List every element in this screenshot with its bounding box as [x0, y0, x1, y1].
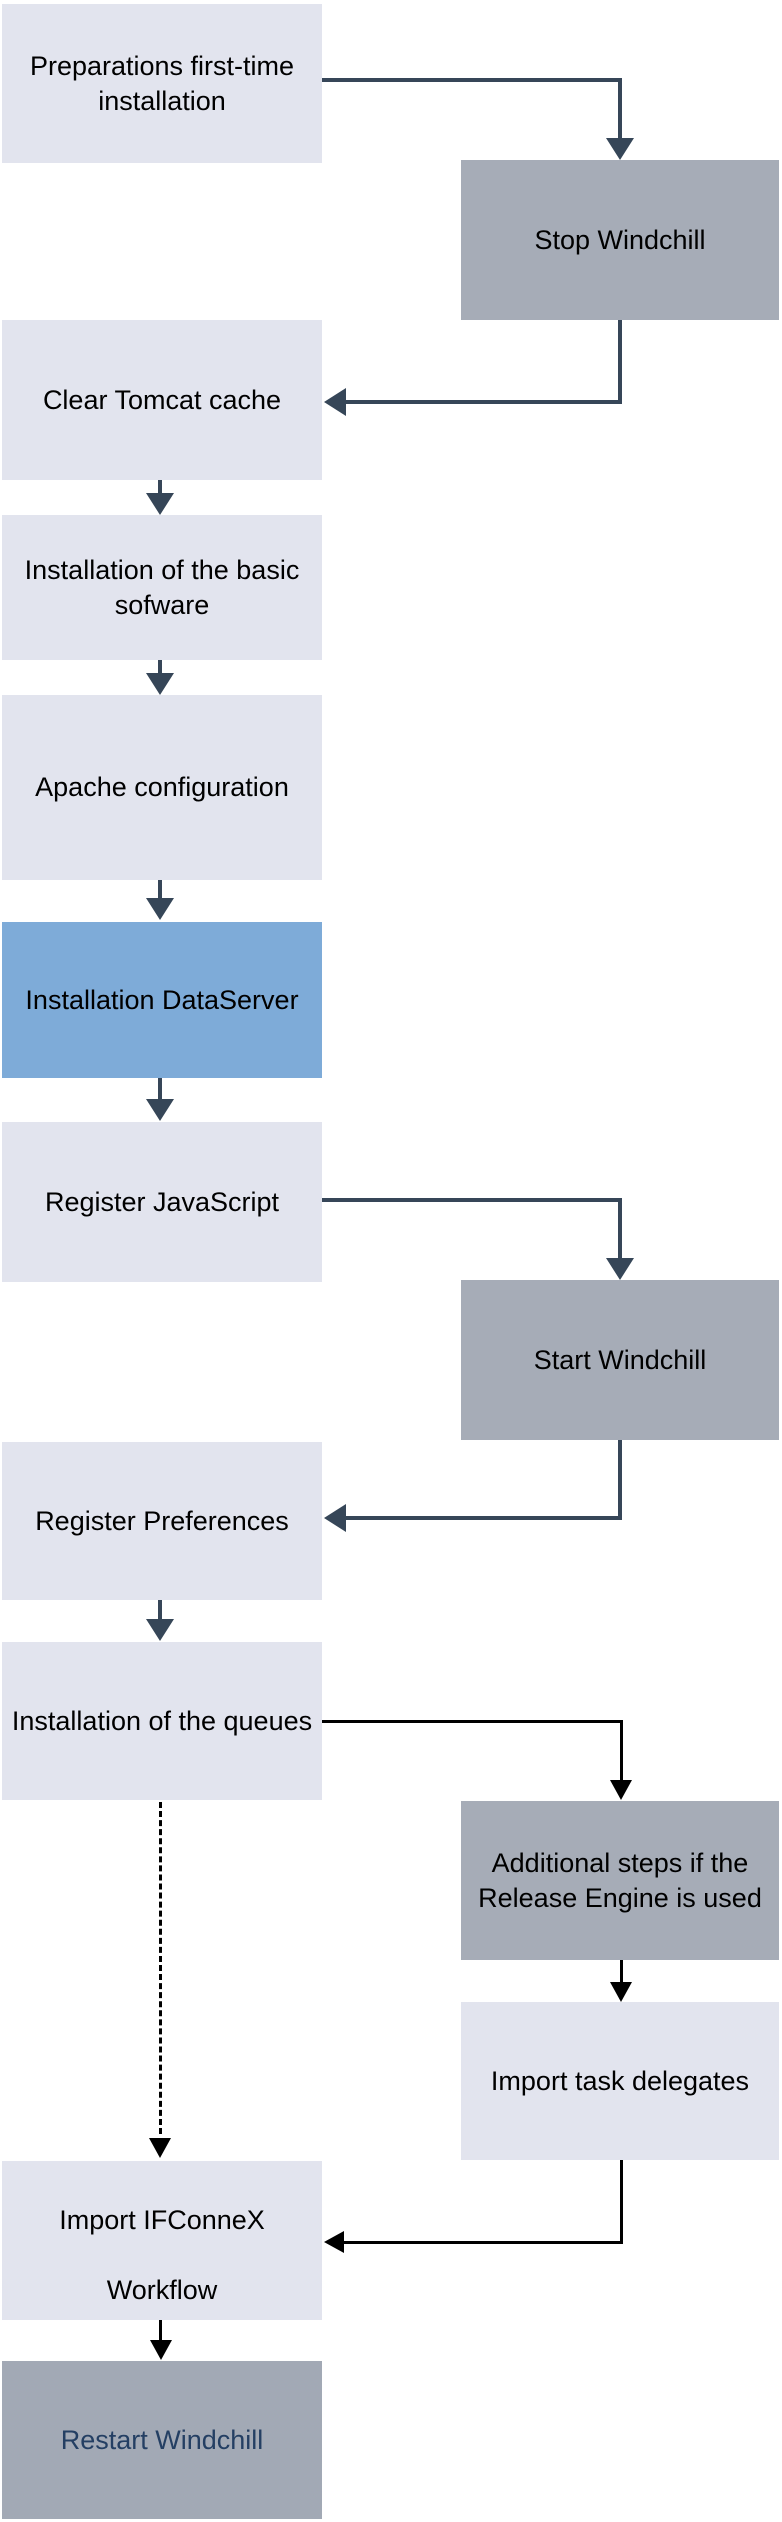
edge-start-prefs-arrowhead-icon	[324, 1504, 346, 1532]
flow-node-apache-configuration: Apache configuration	[2, 695, 322, 880]
flow-node-restart-windchill: Restart Windchill	[2, 2361, 322, 2519]
flow-node-installation-dataserver: Installation DataServer	[2, 922, 322, 1078]
edge-prefs-queues-arrowhead-icon	[146, 1619, 174, 1641]
edge-clear-basic-arrowhead-icon	[146, 493, 174, 515]
edge-start-prefs-h-line	[344, 1516, 622, 1520]
edge-dataserver-registerjs-line	[158, 1078, 162, 1099]
flow-node-clear-tomcat-cache: Clear Tomcat cache	[2, 320, 322, 480]
edge-importtask-ifconnex-h-line	[342, 2241, 623, 2244]
edge-queues-ifconnex-dashed-line	[159, 1802, 162, 2134]
flow-node-installation-queues: Installation of the queues	[2, 1642, 322, 1800]
edge-registerjs-start-arrowhead-icon	[606, 1258, 634, 1280]
flow-node-stop-windchill: Stop Windchill	[461, 160, 779, 320]
edge-ifconnex-restart-arrowhead-icon	[150, 2340, 172, 2360]
edge-apache-dataserver-arrowhead-icon	[146, 898, 174, 920]
edge-importtask-ifconnex-v-line	[620, 2160, 623, 2241]
flow-node-register-javascript: Register JavaScript	[2, 1122, 322, 1282]
edge-additional-importtask-arrowhead-icon	[610, 1982, 632, 2002]
edge-apache-dataserver-line	[158, 880, 162, 898]
edge-clear-basic-line	[158, 480, 162, 496]
edge-start-prefs-v-line	[618, 1440, 622, 1516]
flow-node-preparations: Preparations first-time installation	[2, 4, 322, 163]
edge-stop-clear-arrowhead-icon	[324, 388, 346, 416]
edge-prefs-queues-line	[158, 1600, 162, 1619]
edge-preparations-stop-v-line	[618, 78, 622, 140]
flow-node-import-ifconnex-workflow: Import IFConneX Workflow	[2, 2161, 322, 2320]
edge-registerjs-start-v-line	[618, 1198, 622, 1258]
flow-node-start-windchill: Start Windchill	[461, 1280, 779, 1440]
edge-queues-ifconnex-arrowhead-icon	[149, 2138, 171, 2158]
edge-dataserver-registerjs-arrowhead-icon	[146, 1099, 174, 1121]
edge-queues-additional-v-line	[620, 1720, 623, 1780]
edge-additional-importtask-line	[620, 1960, 623, 1982]
edge-stop-clear-v-line	[618, 320, 622, 402]
edge-registerjs-start-h-line	[322, 1198, 622, 1202]
edge-queues-additional-arrowhead-icon	[610, 1780, 632, 1800]
edge-queues-additional-h-line	[322, 1720, 622, 1723]
edge-basic-apache-arrowhead-icon	[146, 673, 174, 695]
edge-preparations-stop-arrowhead-icon	[606, 138, 634, 160]
flow-node-additional-steps-release-engine: Additional steps if the Release Engine i…	[461, 1801, 779, 1960]
edge-preparations-stop-h-line	[322, 78, 622, 82]
flow-node-basic-software: Installation of the basic sofware	[2, 515, 322, 660]
edge-stop-clear-h-line	[344, 400, 622, 404]
flow-node-register-preferences: Register Preferences	[2, 1442, 322, 1600]
edge-ifconnex-restart-line	[159, 2320, 162, 2340]
edge-importtask-ifconnex-arrowhead-icon	[324, 2231, 344, 2253]
flow-node-import-task-delegates: Import task delegates	[461, 2002, 779, 2160]
edge-basic-apache-line	[158, 660, 162, 674]
